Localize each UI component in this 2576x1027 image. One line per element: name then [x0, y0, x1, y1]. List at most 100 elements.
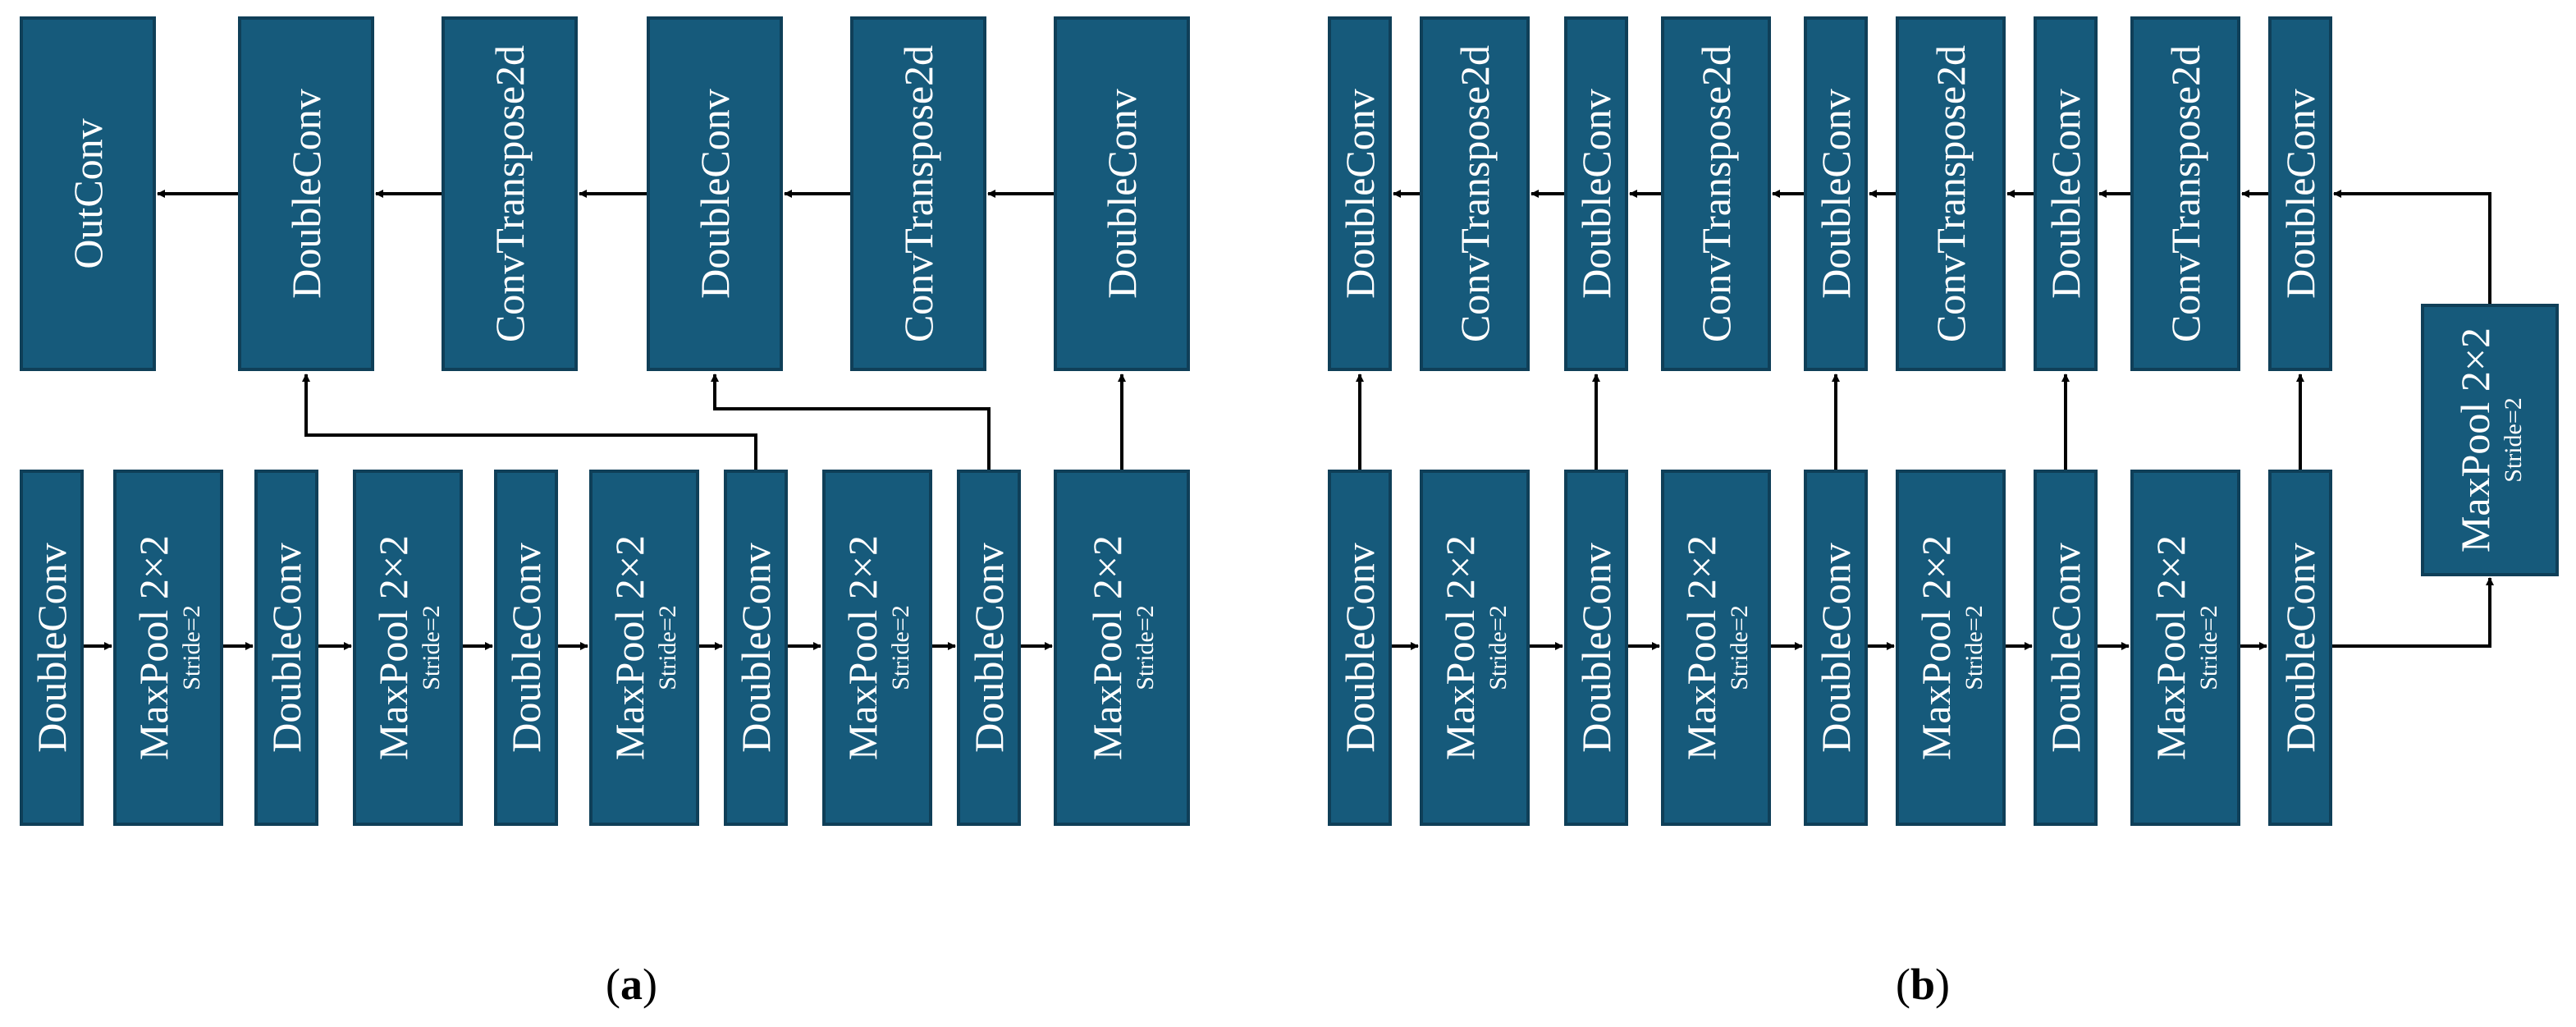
a-up-doubleconv-1-label: DoubleConv — [282, 89, 329, 299]
b-up-convtranspose-1-label: ConvTranspose2d — [1451, 44, 1498, 343]
caption-a-letter: a — [620, 960, 643, 1009]
b-down-maxpool-2-label: MaxPool 2×2 — [1678, 534, 1724, 761]
a-down-doubleconv-3-label: DoubleConv — [502, 543, 549, 753]
caption-b: (b) — [1896, 960, 1951, 1009]
b-bottleneck-maxpool-stride: Stride=2 — [2499, 397, 2527, 483]
a-down-doubleconv-4-text: DoubleConv — [732, 543, 779, 753]
a-up-convtranspose-2: ConvTranspose2d — [850, 16, 986, 371]
b-up-doubleconv-4: DoubleConv — [2034, 16, 2098, 371]
a-down-maxpool-3-label: MaxPool 2×2 — [606, 534, 652, 761]
b-down-doubleconv-1-label: DoubleConv — [1336, 543, 1383, 753]
a-up-doubleconv-2: DoubleConv — [647, 16, 783, 371]
b-down-doubleconv-5-text: DoubleConv — [2276, 543, 2323, 753]
b-up-doubleconv-2-text: DoubleConv — [1573, 89, 1619, 299]
a-up-doubleconv-1: DoubleConv — [238, 16, 374, 371]
b-down-doubleconv-4-text: DoubleConv — [2042, 543, 2089, 753]
b-up-doubleconv-3: DoubleConv — [1804, 16, 1868, 371]
b-up-doubleconv-3-label: DoubleConv — [1812, 89, 1859, 299]
b-up-convtranspose-3-label: ConvTranspose2d — [1927, 44, 1974, 343]
b-up-convtranspose-1-text: ConvTranspose2d — [1451, 44, 1498, 343]
a-out-outconv-label: OutConv — [64, 118, 111, 269]
b-down-maxpool-2-stride: Stride=2 — [1725, 605, 1753, 690]
a-down-maxpool-1-stride: Stride=2 — [177, 605, 205, 690]
caption-b-letter: b — [1910, 960, 1936, 1009]
a-down-maxpool-4-label: MaxPool 2×2 — [840, 534, 885, 761]
b-up-convtranspose-3: ConvTranspose2d — [1896, 16, 2006, 371]
a-down-doubleconv-3-text: DoubleConv — [502, 543, 549, 753]
a-skip-dc4-to-dc1 — [302, 374, 757, 470]
a-down-maxpool-3-stride: Stride=2 — [653, 605, 681, 690]
b-up-convtranspose-4: ConvTranspose2d — [2130, 16, 2240, 371]
b-bottleneck-maxpool-label: MaxPool 2×2 — [2452, 327, 2498, 553]
a-down-doubleconv-5-label: DoubleConv — [965, 543, 1012, 753]
b-down-maxpool-4-stride: Stride=2 — [2194, 605, 2222, 690]
b-down-doubleconv-3: DoubleConv — [1804, 470, 1868, 826]
b-down-doubleconv-4-label: DoubleConv — [2042, 543, 2089, 753]
b-up-convtranspose-4-text: ConvTranspose2d — [2162, 45, 2208, 342]
b-down-doubleconv-4: DoubleConv — [2034, 470, 2098, 826]
a-out-outconv: OutConv — [20, 16, 156, 371]
a-down-doubleconv-5-text: DoubleConv — [965, 543, 1012, 753]
b-up-doubleconv-2: DoubleConv — [1564, 16, 1628, 371]
a-down-doubleconv-1-label: DoubleConv — [28, 543, 75, 753]
a-down-doubleconv-5: DoubleConv — [957, 470, 1021, 826]
b-down-doubleconv-2-label: DoubleConv — [1572, 543, 1619, 753]
a-down-doubleconv-1-text: DoubleConv — [28, 543, 75, 753]
b-up-doubleconv-1: DoubleConv — [1328, 16, 1392, 371]
b-down-doubleconv-5: DoubleConv — [2268, 470, 2332, 826]
a-down-doubleconv-4-label: DoubleConv — [732, 543, 779, 753]
a-skip-dc5-to-dc2 — [711, 374, 991, 470]
b-up-doubleconv-4-text: DoubleConv — [2043, 89, 2089, 299]
b-up-doubleconv-5-label: DoubleConv — [2276, 89, 2323, 299]
b-up-doubleconv-5: DoubleConv — [2268, 16, 2332, 371]
a-up-doubleconv-2-label: DoubleConv — [691, 89, 738, 299]
b-down-maxpool-3-stride: Stride=2 — [1960, 605, 1988, 690]
b-to-bottleneck — [2332, 577, 2494, 648]
b-down-maxpool-1-stride: Stride=2 — [1484, 605, 1512, 690]
b-down-doubleconv-5-label: DoubleConv — [2276, 543, 2323, 753]
b-up-doubleconv-1-text: DoubleConv — [1336, 89, 1383, 299]
b-down-doubleconv-2: DoubleConv — [1564, 470, 1628, 826]
a-down-doubleconv-3: DoubleConv — [494, 470, 558, 826]
a-down-maxpool-5-stride: Stride=2 — [1131, 605, 1159, 690]
a-up-convtranspose-1-label: ConvTranspose2d — [486, 44, 533, 343]
b-down-maxpool-3-label: MaxPool 2×2 — [1913, 534, 1959, 761]
a-up-convtranspose-2-label: ConvTranspose2d — [895, 44, 941, 343]
a-down-maxpool-5-label: MaxPool 2×2 — [1084, 534, 1130, 761]
b-down-maxpool-1-label: MaxPool 2×2 — [1437, 534, 1483, 761]
b-up-doubleconv-5-text: DoubleConv — [2276, 89, 2323, 299]
a-down-maxpool-2-label: MaxPool 2×2 — [370, 534, 416, 761]
a-up-convtranspose-2-text: ConvTranspose2d — [895, 44, 941, 343]
b-up-convtranspose-2-text: ConvTranspose2d — [1692, 44, 1739, 343]
a-down-doubleconv-2-label: DoubleConv — [263, 543, 309, 753]
b-up-doubleconv-1-label: DoubleConv — [1336, 89, 1383, 299]
a-up-doubleconv-2-text: DoubleConv — [691, 89, 738, 299]
b-up-convtranspose-1: ConvTranspose2d — [1420, 16, 1530, 371]
b-down-doubleconv-3-label: DoubleConv — [1812, 543, 1859, 753]
a-down-maxpool-2-stride: Stride=2 — [417, 605, 445, 690]
a-out-outconv-text: OutConv — [64, 118, 111, 269]
b-up-convtranspose-2: ConvTranspose2d — [1661, 16, 1771, 371]
a-up-convtranspose-1: ConvTranspose2d — [442, 16, 578, 371]
b-from-bottleneck — [2333, 190, 2491, 304]
b-up-convtranspose-2-label: ConvTranspose2d — [1692, 44, 1739, 343]
a-up-doubleconv-3-label: DoubleConv — [1098, 89, 1145, 299]
